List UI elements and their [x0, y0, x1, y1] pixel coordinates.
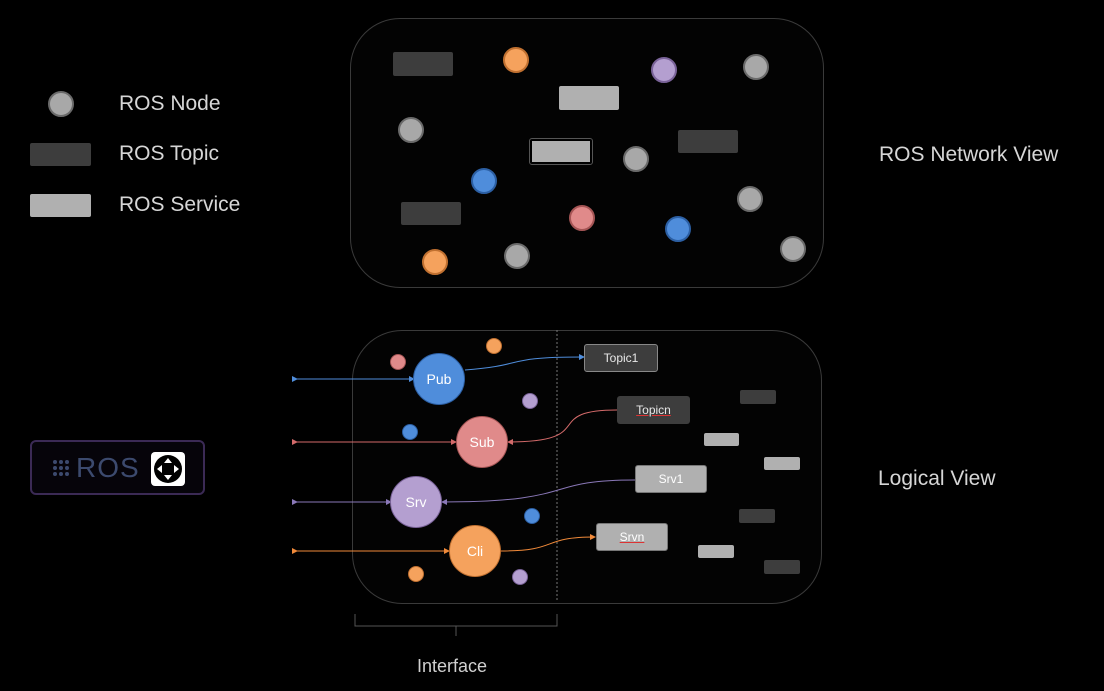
topic1-box: Topic1 — [584, 344, 658, 372]
logical-service — [704, 433, 739, 446]
logical-small-node — [402, 424, 418, 440]
ros-dots-icon — [52, 459, 70, 477]
srvn-box: Srvn — [596, 523, 668, 551]
legend-topic-icon — [30, 143, 91, 166]
pub-node: Pub — [413, 353, 465, 405]
srv1-box: Srv1 — [635, 465, 707, 493]
topicn-box: Topicn — [617, 396, 690, 424]
ros-logo: ROS — [30, 440, 205, 495]
logical-small-node — [390, 354, 406, 370]
logical-service — [698, 545, 734, 558]
interface-label: Interface — [417, 656, 488, 676]
legend-service-icon — [30, 194, 91, 217]
network-node — [503, 47, 529, 73]
network-service — [529, 138, 593, 165]
logical-small-node — [512, 569, 528, 585]
network-node — [471, 168, 497, 194]
network-node — [623, 146, 649, 172]
legend-node-icon — [48, 91, 74, 117]
logical-small-node — [522, 393, 538, 409]
network-node — [651, 57, 677, 83]
network-node — [504, 243, 530, 269]
logical-small-node — [486, 338, 502, 354]
network-node — [743, 54, 769, 80]
legend-service-label: ROS Service — [119, 193, 241, 216]
network-node — [780, 236, 806, 262]
network-node — [665, 216, 691, 242]
logical-view-label: Logical View — [878, 467, 996, 490]
logical-service — [764, 457, 800, 470]
network-view-label: ROS Network View — [879, 143, 1059, 166]
network-node — [569, 205, 595, 231]
network-node — [737, 186, 763, 212]
logical-topic — [764, 560, 800, 574]
legend-node-label: ROS Node — [119, 92, 221, 115]
network-node — [422, 249, 448, 275]
logical-topic — [739, 509, 775, 523]
sub-node: Sub — [456, 416, 508, 468]
network-topic — [393, 52, 453, 76]
network-topic — [678, 130, 738, 153]
move-arrows-icon — [151, 452, 185, 486]
legend-topic-label: ROS Topic — [119, 142, 219, 165]
logical-small-node — [524, 508, 540, 524]
srv-node: Srv — [390, 476, 442, 528]
network-node — [398, 117, 424, 143]
cli-node: Cli — [449, 525, 501, 577]
network-service — [559, 86, 619, 110]
logical-topic — [740, 390, 776, 404]
logical-small-node — [408, 566, 424, 582]
network-topic — [401, 202, 461, 225]
ros-logo-text: ROS — [76, 452, 140, 483]
